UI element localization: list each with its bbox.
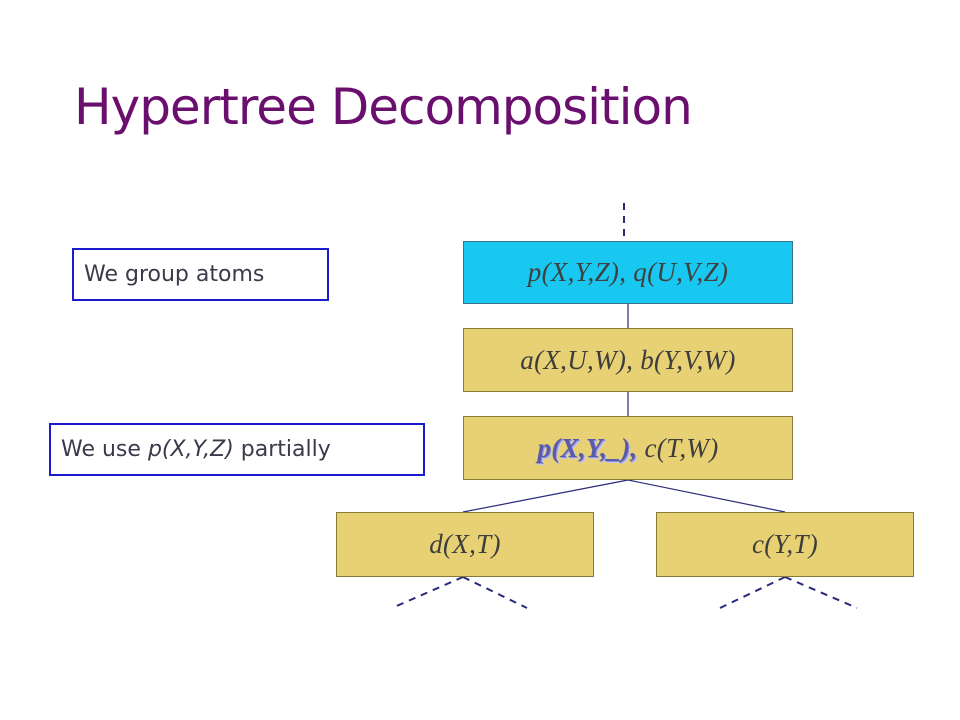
- callout-group-atoms-text: We group atoms: [84, 262, 265, 287]
- tree-node-middle-label: a(X,U,W), b(Y,V,W): [520, 344, 736, 375]
- tree-node-middle: a(X,U,W), b(Y,V,W): [463, 328, 793, 392]
- tree-node-lower-highlight: p(X,Y,_),: [537, 432, 638, 463]
- tree-node-lower-rest: c(T,W): [637, 432, 719, 463]
- tree-node-leaf-left-label: d(X,T): [429, 529, 501, 559]
- callout-group-atoms: We group atoms: [72, 248, 329, 301]
- callout-partial-italic: p(X,Y,Z): [147, 437, 234, 462]
- tree-node-root-label: p(X,Y,Z), q(U,V,Z): [527, 257, 729, 287]
- edge-lower-left: [462, 479, 629, 513]
- callout-partial-use: We use p(X,Y,Z) partially: [49, 423, 425, 476]
- tree-node-leaf-left: d(X,T): [336, 512, 594, 577]
- edge-leaf-left-child-b: [462, 576, 528, 609]
- edge-leaf-right-child-a: [719, 576, 786, 609]
- page-title: Hypertree Decomposition: [74, 78, 693, 136]
- tree-node-leaf-right: c(Y,T): [656, 512, 914, 577]
- callout-partial-prefix: We use: [61, 437, 148, 462]
- tree-node-root: p(X,Y,Z), q(U,V,Z): [463, 241, 793, 304]
- edge-leaf-left-child-a: [391, 576, 464, 609]
- edge-lower-right: [627, 479, 786, 513]
- callout-partial-suffix: partially: [233, 437, 331, 462]
- edge-leaf-right-child-b: [784, 576, 858, 609]
- tree-node-lower: p(X,Y,_), c(T,W): [463, 416, 793, 480]
- tree-node-leaf-right-label: c(Y,T): [751, 529, 819, 559]
